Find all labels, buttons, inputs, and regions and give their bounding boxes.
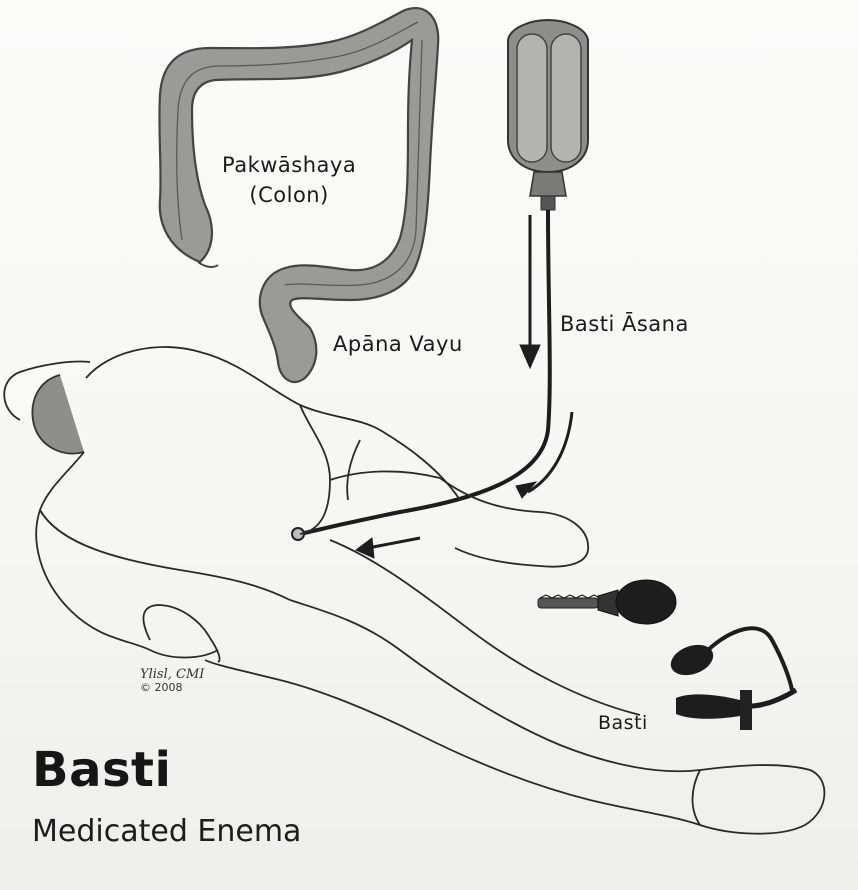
flow-arrows	[355, 215, 574, 559]
caption-subtitle: Medicated Enema	[32, 814, 302, 849]
colon-label: Pakwāshaya (Colon)	[222, 150, 356, 210]
colon-label-line1: Pakwāshaya	[222, 153, 357, 177]
enema-tube	[299, 209, 552, 536]
patient-figure	[3, 346, 826, 835]
colon-organ	[158, 7, 440, 384]
caption-title: Basti	[32, 742, 172, 798]
basti-device	[670, 626, 798, 730]
artist-signature: Ylisl, CMI © 2008	[140, 668, 204, 694]
basti-device-label: Basti	[598, 712, 648, 734]
artist-name: Ylisl, CMI	[140, 667, 205, 682]
apana-vayu-label: Apāna Vayu	[333, 332, 463, 356]
nozzle-tip	[291, 527, 305, 541]
basti-asana-label: Basti Āsana	[560, 312, 689, 336]
copyright-text: © 2008	[140, 681, 183, 694]
enema-bag	[507, 18, 589, 211]
bulb-syringe	[537, 579, 677, 625]
colon-label-line2: (Colon)	[249, 183, 329, 207]
